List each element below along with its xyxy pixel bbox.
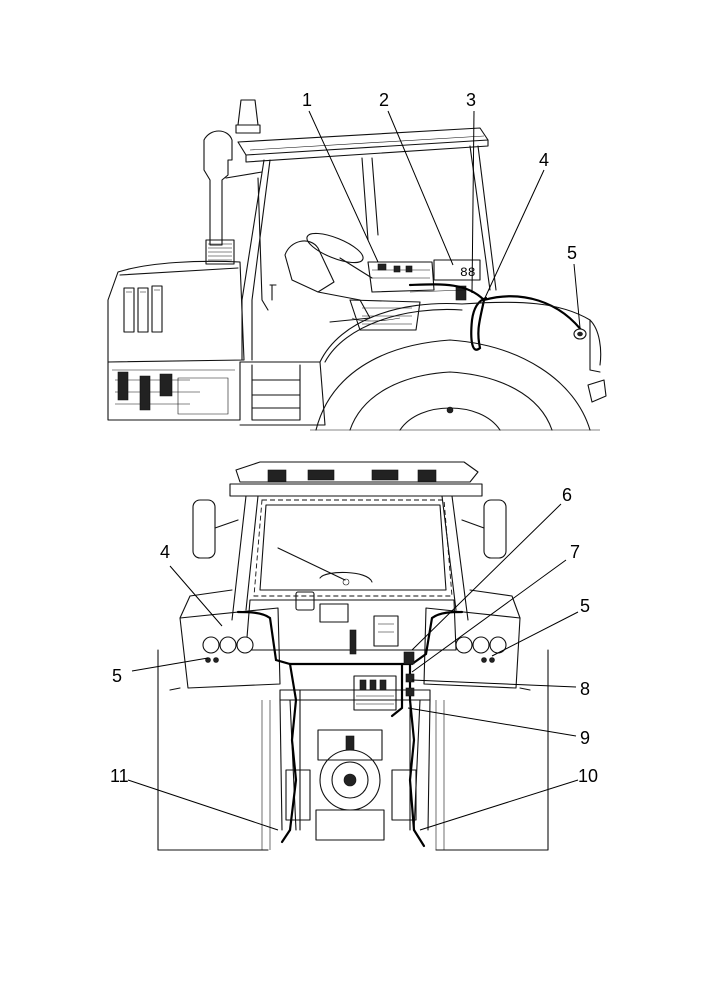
label-side-2: 2	[379, 90, 389, 110]
engine-block	[107, 361, 241, 421]
cab-steps	[251, 364, 301, 421]
tail-lights	[202, 636, 507, 663]
rear-cab-roof	[229, 461, 483, 497]
rear-lamp-side	[573, 328, 607, 403]
label-side-4: 4	[539, 150, 549, 170]
chassis-lower	[239, 361, 326, 426]
label-rear-5-right: 5	[580, 596, 590, 616]
monitor-readout: 88	[460, 265, 476, 280]
label-rear-6: 6	[562, 485, 572, 505]
rear-tires	[157, 649, 549, 851]
rear-mirrors	[192, 499, 507, 559]
label-rear-4: 4	[160, 542, 170, 562]
label-rear-7: 7	[570, 542, 580, 562]
rear-fender	[319, 301, 602, 373]
side-view: 88	[107, 90, 607, 431]
label-side-1: 1	[302, 90, 312, 110]
label-rear-10: 10	[578, 766, 598, 786]
rear-wheel-side	[310, 339, 600, 431]
cab-roof	[237, 127, 489, 163]
hydraulic-valve-block	[353, 675, 397, 711]
rear-view: 4 5 5 6 7 8 9 10 11	[110, 461, 598, 851]
steering-wheel	[306, 232, 373, 279]
label-rear-5-left: 5	[112, 666, 122, 686]
label-rear-8: 8	[580, 679, 590, 699]
engine-hood	[107, 260, 245, 363]
label-rear-11: 11	[110, 766, 129, 786]
side-wiring-harness	[408, 283, 587, 351]
label-side-3: 3	[466, 90, 476, 110]
control-console	[349, 261, 435, 331]
label-side-5: 5	[567, 243, 577, 263]
rear-leaders	[127, 503, 579, 831]
exhaust-stack	[203, 130, 235, 265]
beacon-light	[235, 99, 261, 134]
door-handle	[269, 284, 277, 301]
display-monitor: 88	[433, 259, 481, 301]
rear-hitch	[261, 689, 445, 850]
side-leaders	[308, 110, 581, 329]
rear-panel	[245, 591, 457, 655]
label-rear-9: 9	[580, 728, 590, 748]
rear-cab-window	[231, 495, 469, 621]
operator-seat	[284, 240, 401, 323]
rear-wiring-harness	[236, 610, 464, 848]
